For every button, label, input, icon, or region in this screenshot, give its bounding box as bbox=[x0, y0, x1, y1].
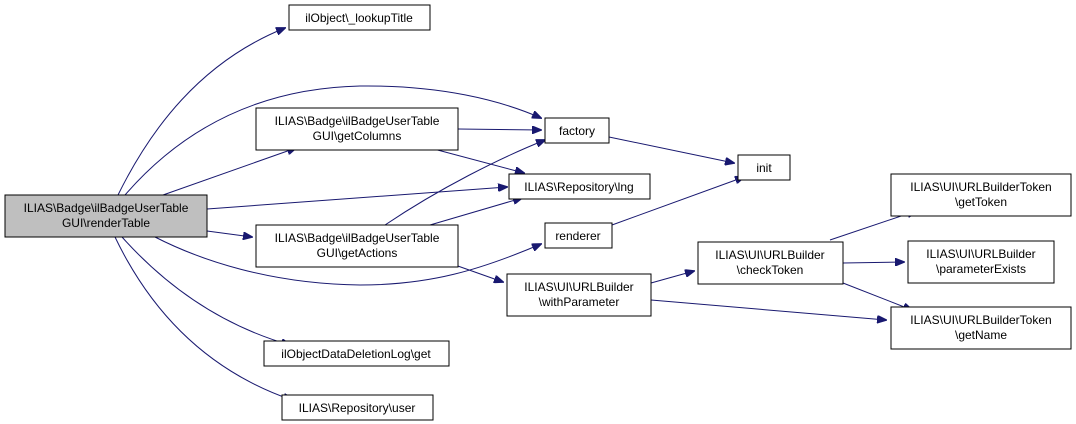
node-with-parameter-line-2: \withParameter bbox=[539, 295, 620, 309]
node-get-actions-line-2: GUI\getActions bbox=[317, 246, 398, 260]
edge-render-table-to-factory bbox=[124, 85, 541, 196]
node-with-parameter-line-1: ILIAS\UI\URLBuilder bbox=[524, 280, 633, 294]
node-get-token-line-1: ILIAS\UI\URLBuilderToken bbox=[910, 180, 1051, 194]
node-factory[interactable]: factory bbox=[544, 117, 610, 144]
edge-with-parameter-to-get-name bbox=[650, 299, 886, 320]
node-renderer-line-1: renderer bbox=[555, 229, 600, 243]
node-parameter-exists[interactable]: ILIAS\UI\URLBuilder \parameterExists bbox=[907, 240, 1055, 284]
node-factory-line-1: factory bbox=[559, 124, 595, 138]
node-get-actions-line-1: ILIAS\Badge\ilBadgeUserTable bbox=[275, 231, 440, 245]
edge-get-actions-to-repository-lng bbox=[429, 198, 522, 226]
edge-get-actions-to-with-parameter bbox=[454, 264, 503, 282]
node-deletion-log-get-line-1: ilObjectDataDeletionLog\get bbox=[281, 347, 431, 361]
edge-get-columns-to-factory bbox=[457, 129, 541, 130]
node-parameter-exists-line-2: \parameterExists bbox=[936, 262, 1026, 276]
node-deletion-log-get[interactable]: ilObjectDataDeletionLog\get bbox=[263, 340, 450, 367]
edge-check-token-to-parameter-exists bbox=[842, 262, 904, 263]
node-repository-user-line-1: ILIAS\Repository\user bbox=[299, 401, 416, 415]
node-get-actions[interactable]: ILIAS\Badge\ilBadgeUserTable GUI\getActi… bbox=[255, 224, 459, 268]
node-init-line-1: init bbox=[756, 161, 772, 175]
node-parameter-exists-line-1: ILIAS\UI\URLBuilder bbox=[926, 247, 1035, 261]
node-render-table[interactable]: ILIAS\Badge\ilBadgeUserTable GUI\renderT… bbox=[4, 194, 208, 238]
edge-get-actions-to-factory bbox=[384, 140, 545, 226]
node-with-parameter[interactable]: ILIAS\UI\URLBuilder \withParameter bbox=[506, 273, 652, 317]
edge-with-parameter-to-check-token bbox=[650, 271, 694, 284]
node-init[interactable]: init bbox=[737, 154, 791, 181]
edges bbox=[114, 28, 916, 400]
edge-render-table-to-deletion-log-get bbox=[121, 236, 290, 345]
node-get-token-line-2: \getToken bbox=[955, 195, 1007, 209]
node-get-token[interactable]: ILIAS\UI\URLBuilderToken \getToken bbox=[890, 173, 1072, 217]
node-get-name-line-2: \getName bbox=[955, 328, 1007, 342]
node-check-token[interactable]: ILIAS\UI\URLBuilder \checkToken bbox=[697, 241, 844, 285]
node-get-columns-line-1: ILIAS\Badge\ilBadgeUserTable bbox=[275, 114, 440, 128]
node-get-columns-line-2: GUI\getColumns bbox=[313, 129, 402, 143]
edge-render-table-to-repository-user bbox=[114, 236, 292, 400]
edge-render-table-to-lookup-title bbox=[117, 28, 285, 196]
node-render-table-line-1: ILIAS\Badge\ilBadgeUserTable bbox=[24, 201, 189, 215]
node-lookup-title-line-1: ilObject\_lookupTitle bbox=[305, 11, 413, 25]
node-check-token-line-2: \checkToken bbox=[737, 263, 804, 277]
edge-render-table-to-get-columns bbox=[162, 148, 296, 196]
node-get-columns[interactable]: ILIAS\Badge\ilBadgeUserTable GUI\getColu… bbox=[255, 107, 459, 151]
node-get-name-line-1: ILIAS\UI\URLBuilderToken bbox=[910, 313, 1051, 327]
edge-factory-to-init bbox=[608, 136, 734, 163]
edge-render-table-to-renderer bbox=[154, 236, 541, 286]
nodes: ILIAS\Badge\ilBadgeUserTable GUI\renderT… bbox=[4, 4, 1072, 421]
edge-check-token-to-get-name bbox=[842, 282, 912, 310]
node-render-table-line-2: GUI\renderTable bbox=[62, 216, 150, 230]
edge-render-table-to-repository-lng bbox=[206, 187, 507, 210]
edge-render-table-to-get-actions bbox=[206, 230, 252, 237]
node-repository-user[interactable]: ILIAS\Repository\user bbox=[281, 394, 434, 421]
node-repository-lng-line-1: ILIAS\Repository\lng bbox=[524, 180, 633, 194]
edge-get-columns-to-repository-lng bbox=[429, 147, 524, 173]
node-get-name[interactable]: ILIAS\UI\URLBuilderToken \getName bbox=[890, 306, 1072, 350]
node-repository-lng[interactable]: ILIAS\Repository\lng bbox=[508, 173, 651, 200]
node-lookup-title[interactable]: ilObject\_lookupTitle bbox=[288, 4, 431, 31]
edge-renderer-to-init bbox=[611, 177, 744, 226]
node-check-token-line-1: ILIAS\UI\URLBuilder bbox=[715, 248, 824, 262]
node-renderer[interactable]: renderer bbox=[544, 222, 613, 249]
